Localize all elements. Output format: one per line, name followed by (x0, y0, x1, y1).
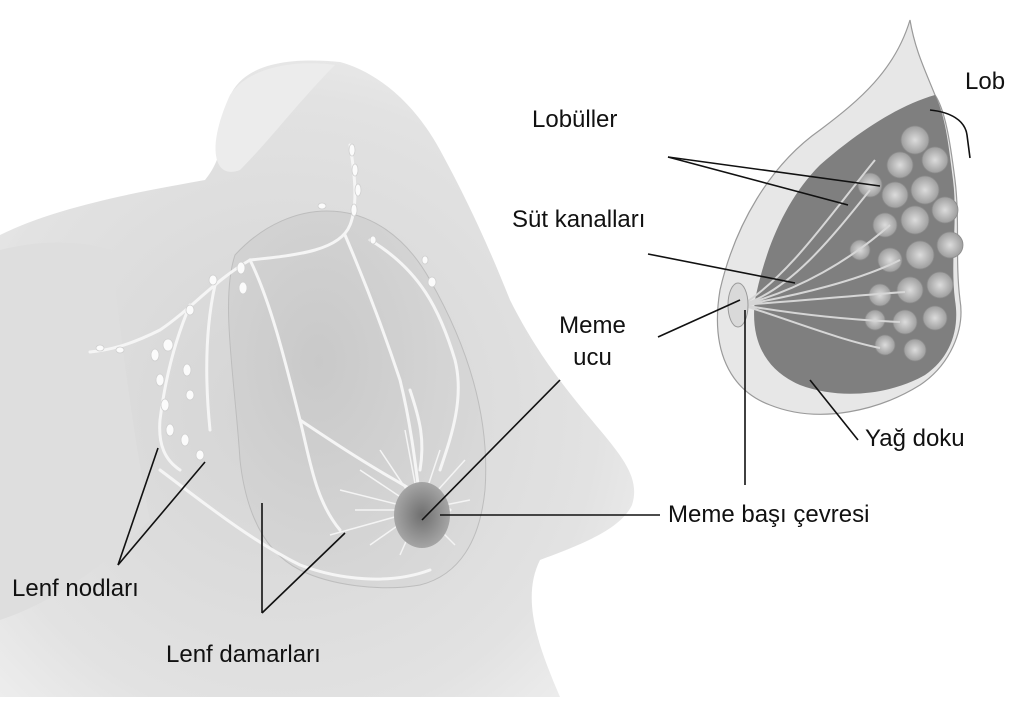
label-lob: Lob (965, 70, 1005, 94)
label-lenf-damarlari: Lenf damarları (166, 643, 321, 667)
label-meme-ucu-line2: ucu (540, 346, 645, 370)
label-yag-doku: Yağ doku (865, 427, 965, 451)
label-lenf-nodlari: Lenf nodları (12, 577, 139, 601)
label-meme-basi-cevresi: Meme başı çevresi (668, 503, 869, 527)
breast-cross-section (717, 20, 963, 414)
label-meme-ucu-line1: Meme (540, 314, 645, 338)
label-sut-kanallari: Süt kanalları (512, 208, 645, 232)
label-lobuller: Lobüller (532, 108, 617, 132)
